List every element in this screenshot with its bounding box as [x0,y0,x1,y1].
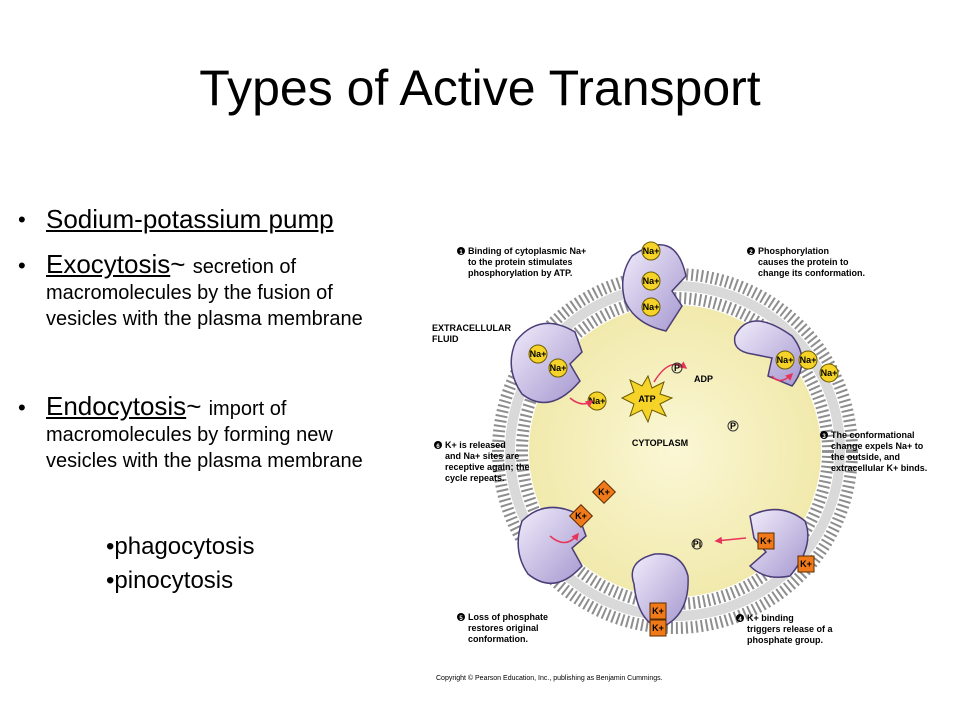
pump-protein-5 [517,506,587,585]
term-separator: ~ [186,391,209,421]
term-separator: ~ [170,249,193,279]
svg-text:Na+: Na+ [589,396,606,406]
term-endocytosis: Endocytosis [46,391,187,421]
adp-label: ADP [694,374,713,384]
svg-text:Na+: Na+ [643,302,660,312]
membrane-outer-layer [492,268,858,634]
k-ion: K+ [649,619,667,637]
na-ion: Na+ [775,350,795,370]
svg-text:Na+: Na+ [800,355,817,365]
na-ion: Na+ [819,363,839,383]
desc-endocytosis: import of macromolecules by forming new … [46,398,363,472]
phosphate-marker: P [671,362,683,374]
atp-burst: ATP [620,374,674,424]
svg-text:K+: K+ [598,487,610,497]
svg-text:Na+: Na+ [777,355,794,365]
copyright-notice: Copyright © Pearson Education, Inc., pub… [436,674,663,682]
svg-text:Na+: Na+ [643,276,660,286]
term-exocytosis: Exocytosis [46,249,171,279]
svg-text:Binding of cytoplasmic Na+to t: Binding of cytoplasmic Na+to the protein… [468,246,586,278]
svg-text:Na+: Na+ [821,368,838,378]
bullet-endocytosis: Endocytosis~ import of macromolecules by… [46,391,406,474]
bullet-dot: • [18,207,26,232]
svg-text:2: 2 [749,250,753,256]
svg-text:P: P [674,363,680,373]
k-release-arrow [549,532,579,544]
phosphate-marker: P [727,420,739,432]
svg-text:K+: K+ [800,559,812,569]
svg-text:Na+: Na+ [550,363,567,373]
k-ion: K+ [591,479,617,505]
na-ion: Na+ [528,344,548,364]
atp-to-adp-arrow [653,361,688,383]
svg-text:5: 5 [459,616,463,622]
sub-bullet-pinocytosis: •pinocytosis [106,567,234,594]
bullet-dot: • [18,395,26,420]
cytoplasm-label: CYTOPLASM [632,438,688,448]
pump-protein-6 [510,322,583,404]
k-ion: K+ [797,555,815,573]
phosphate-marker: Pi [691,538,703,550]
sub-bullet-phagocytosis: •phagocytosis [106,533,255,560]
svg-text:1: 1 [459,250,463,256]
svg-text:4: 4 [738,617,742,623]
sodium-potassium-pump-diagram: Na+ Na+ Na+ Na+ Na+ Na+ Na+ Na+ Na+ K+ K… [432,241,927,682]
cytoplasm [529,305,821,597]
svg-text:ATP: ATP [638,394,655,404]
term-sodium-potassium-pump: Sodium-potassium pump [46,204,334,234]
slide-title: Types of Active Transport [199,60,761,116]
svg-text:P: P [730,421,736,431]
bullet-sodium-potassium: Sodium-potassium pump [46,204,406,234]
svg-text:6: 6 [436,444,440,450]
svg-text:K+: K+ [652,606,664,616]
svg-text:Na+: Na+ [530,349,547,359]
phosphate-release-arrow [714,536,747,545]
pump-protein-2 [733,320,803,387]
pump-protein-4 [631,553,689,629]
na-ion: Na+ [548,358,568,378]
svg-text:Na+: Na+ [643,246,660,256]
na-release-arrow [569,397,594,408]
step-1-caption: 1 Binding of cytoplasmic Na+to the prote… [457,246,586,278]
na-ion: Na+ [798,350,818,370]
svg-text:3: 3 [822,434,826,440]
svg-text:K+: K+ [652,623,664,633]
na-ion: Na+ [641,297,661,317]
k-ion: K+ [568,503,594,529]
na-expel-arrow [771,372,794,382]
svg-text:K+: K+ [575,511,587,521]
bullet-exocytosis: Exocytosis~ secretion of macromolecules … [46,249,406,332]
k-ion: K+ [757,532,775,550]
k-ion: K+ [649,602,667,620]
bullet-dot: • [18,253,26,278]
svg-text:Pi: Pi [693,539,702,549]
na-ion: Na+ [641,241,661,261]
na-ion: Na+ [641,271,661,291]
svg-text:K+: K+ [760,536,772,546]
desc-exocytosis: secretion of macromolecules by the fusio… [46,256,363,330]
